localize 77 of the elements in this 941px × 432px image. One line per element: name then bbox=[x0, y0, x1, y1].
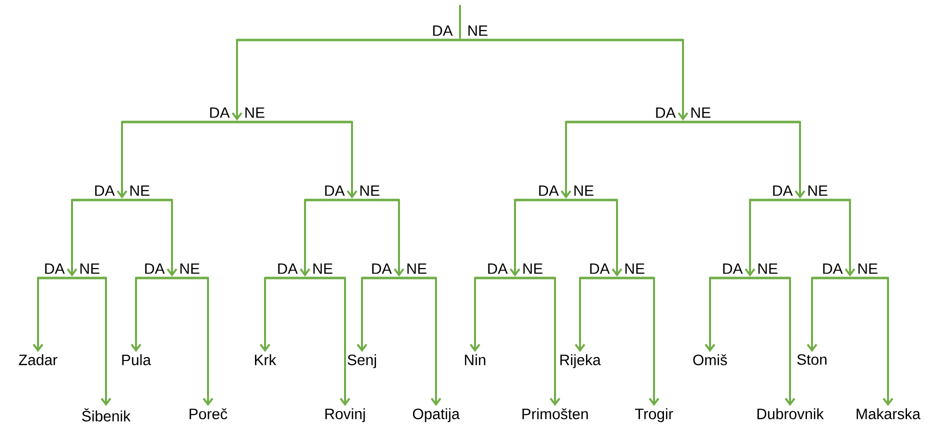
edge-label: DA bbox=[488, 263, 508, 274]
edge-label: NE bbox=[523, 263, 542, 274]
edge-label: DA bbox=[210, 107, 230, 118]
edge-label: NE bbox=[574, 185, 594, 196]
edge-label: DA bbox=[590, 263, 610, 274]
edge-label: NE bbox=[858, 263, 878, 274]
edge-label: NE bbox=[625, 263, 644, 274]
edge-label: NE bbox=[313, 263, 332, 274]
edge-label: DA bbox=[325, 185, 345, 196]
leaf-label: Rovinj bbox=[325, 408, 365, 422]
edge-label: DA bbox=[95, 185, 115, 196]
edge-label: DA bbox=[723, 263, 743, 274]
arrow bbox=[305, 277, 350, 406]
leaf-label: Poreč bbox=[190, 408, 228, 420]
arrow bbox=[172, 277, 214, 406]
edge-label: NE bbox=[407, 263, 426, 274]
leaf-label: Krk bbox=[254, 354, 276, 366]
edge-label: NE bbox=[468, 25, 488, 36]
arrow bbox=[32, 277, 72, 352]
arrow bbox=[460, 39, 688, 121]
arrow bbox=[850, 277, 894, 406]
leaf-label: Dubrovnik bbox=[757, 408, 824, 420]
edge-label: DA bbox=[372, 263, 392, 274]
leaf-label: Omiš bbox=[693, 354, 727, 366]
edge-label: NE bbox=[245, 107, 264, 118]
leaf-label: Pula bbox=[122, 354, 152, 366]
arrow bbox=[260, 277, 305, 352]
edge-label: NE bbox=[180, 263, 200, 274]
arrow bbox=[750, 277, 796, 406]
edge-label: DA bbox=[823, 263, 843, 274]
edge-label: DA bbox=[773, 185, 793, 196]
leaf-label: Rijeka bbox=[560, 354, 601, 368]
arrow bbox=[399, 277, 442, 406]
arrow bbox=[800, 199, 856, 277]
arrow bbox=[744, 199, 800, 277]
leaf-label: Zadar bbox=[18, 354, 58, 366]
edge-label: DA bbox=[45, 263, 65, 274]
arrow bbox=[232, 39, 460, 121]
arrow bbox=[470, 277, 515, 352]
arrow bbox=[237, 121, 358, 199]
arrow bbox=[510, 199, 566, 277]
edge-label: DA bbox=[539, 185, 559, 196]
edge-label: NE bbox=[360, 185, 380, 196]
edge-label: DA bbox=[278, 263, 298, 274]
arrow bbox=[560, 121, 683, 199]
leaf-label: Šibenik bbox=[82, 408, 131, 422]
leaf-label: Opatija bbox=[412, 408, 460, 422]
leaf-label: Primošten bbox=[522, 408, 588, 420]
arrow bbox=[617, 277, 660, 406]
arrow bbox=[122, 199, 178, 277]
arrow bbox=[72, 277, 112, 406]
arrow bbox=[704, 277, 750, 352]
leaf-label: Nin bbox=[464, 354, 486, 366]
edge-label: NE bbox=[80, 263, 100, 274]
edge-label: NE bbox=[130, 185, 150, 196]
arrow bbox=[300, 199, 352, 277]
edge-label: DA bbox=[433, 25, 453, 36]
edge-label: NE bbox=[758, 263, 778, 274]
edge-label: NE bbox=[808, 185, 828, 196]
arrow bbox=[116, 121, 237, 199]
edge-label: DA bbox=[656, 107, 676, 118]
arrow bbox=[356, 277, 399, 352]
arrow bbox=[566, 199, 622, 277]
edge-label: NE bbox=[691, 107, 710, 118]
arrow bbox=[515, 277, 560, 406]
arrow bbox=[683, 121, 806, 199]
arrow bbox=[806, 277, 850, 352]
leaf-label: Senj bbox=[348, 354, 376, 368]
leaf-label: Trogir bbox=[635, 408, 674, 422]
arrow bbox=[66, 199, 122, 277]
connector-line bbox=[459, 5, 461, 39]
edge-label: DA bbox=[145, 263, 165, 274]
leaf-label: Ston bbox=[797, 354, 826, 365]
arrow bbox=[574, 277, 617, 352]
arrow bbox=[130, 277, 172, 352]
arrow bbox=[352, 199, 404, 277]
leaf-label: Makarska bbox=[856, 408, 921, 420]
